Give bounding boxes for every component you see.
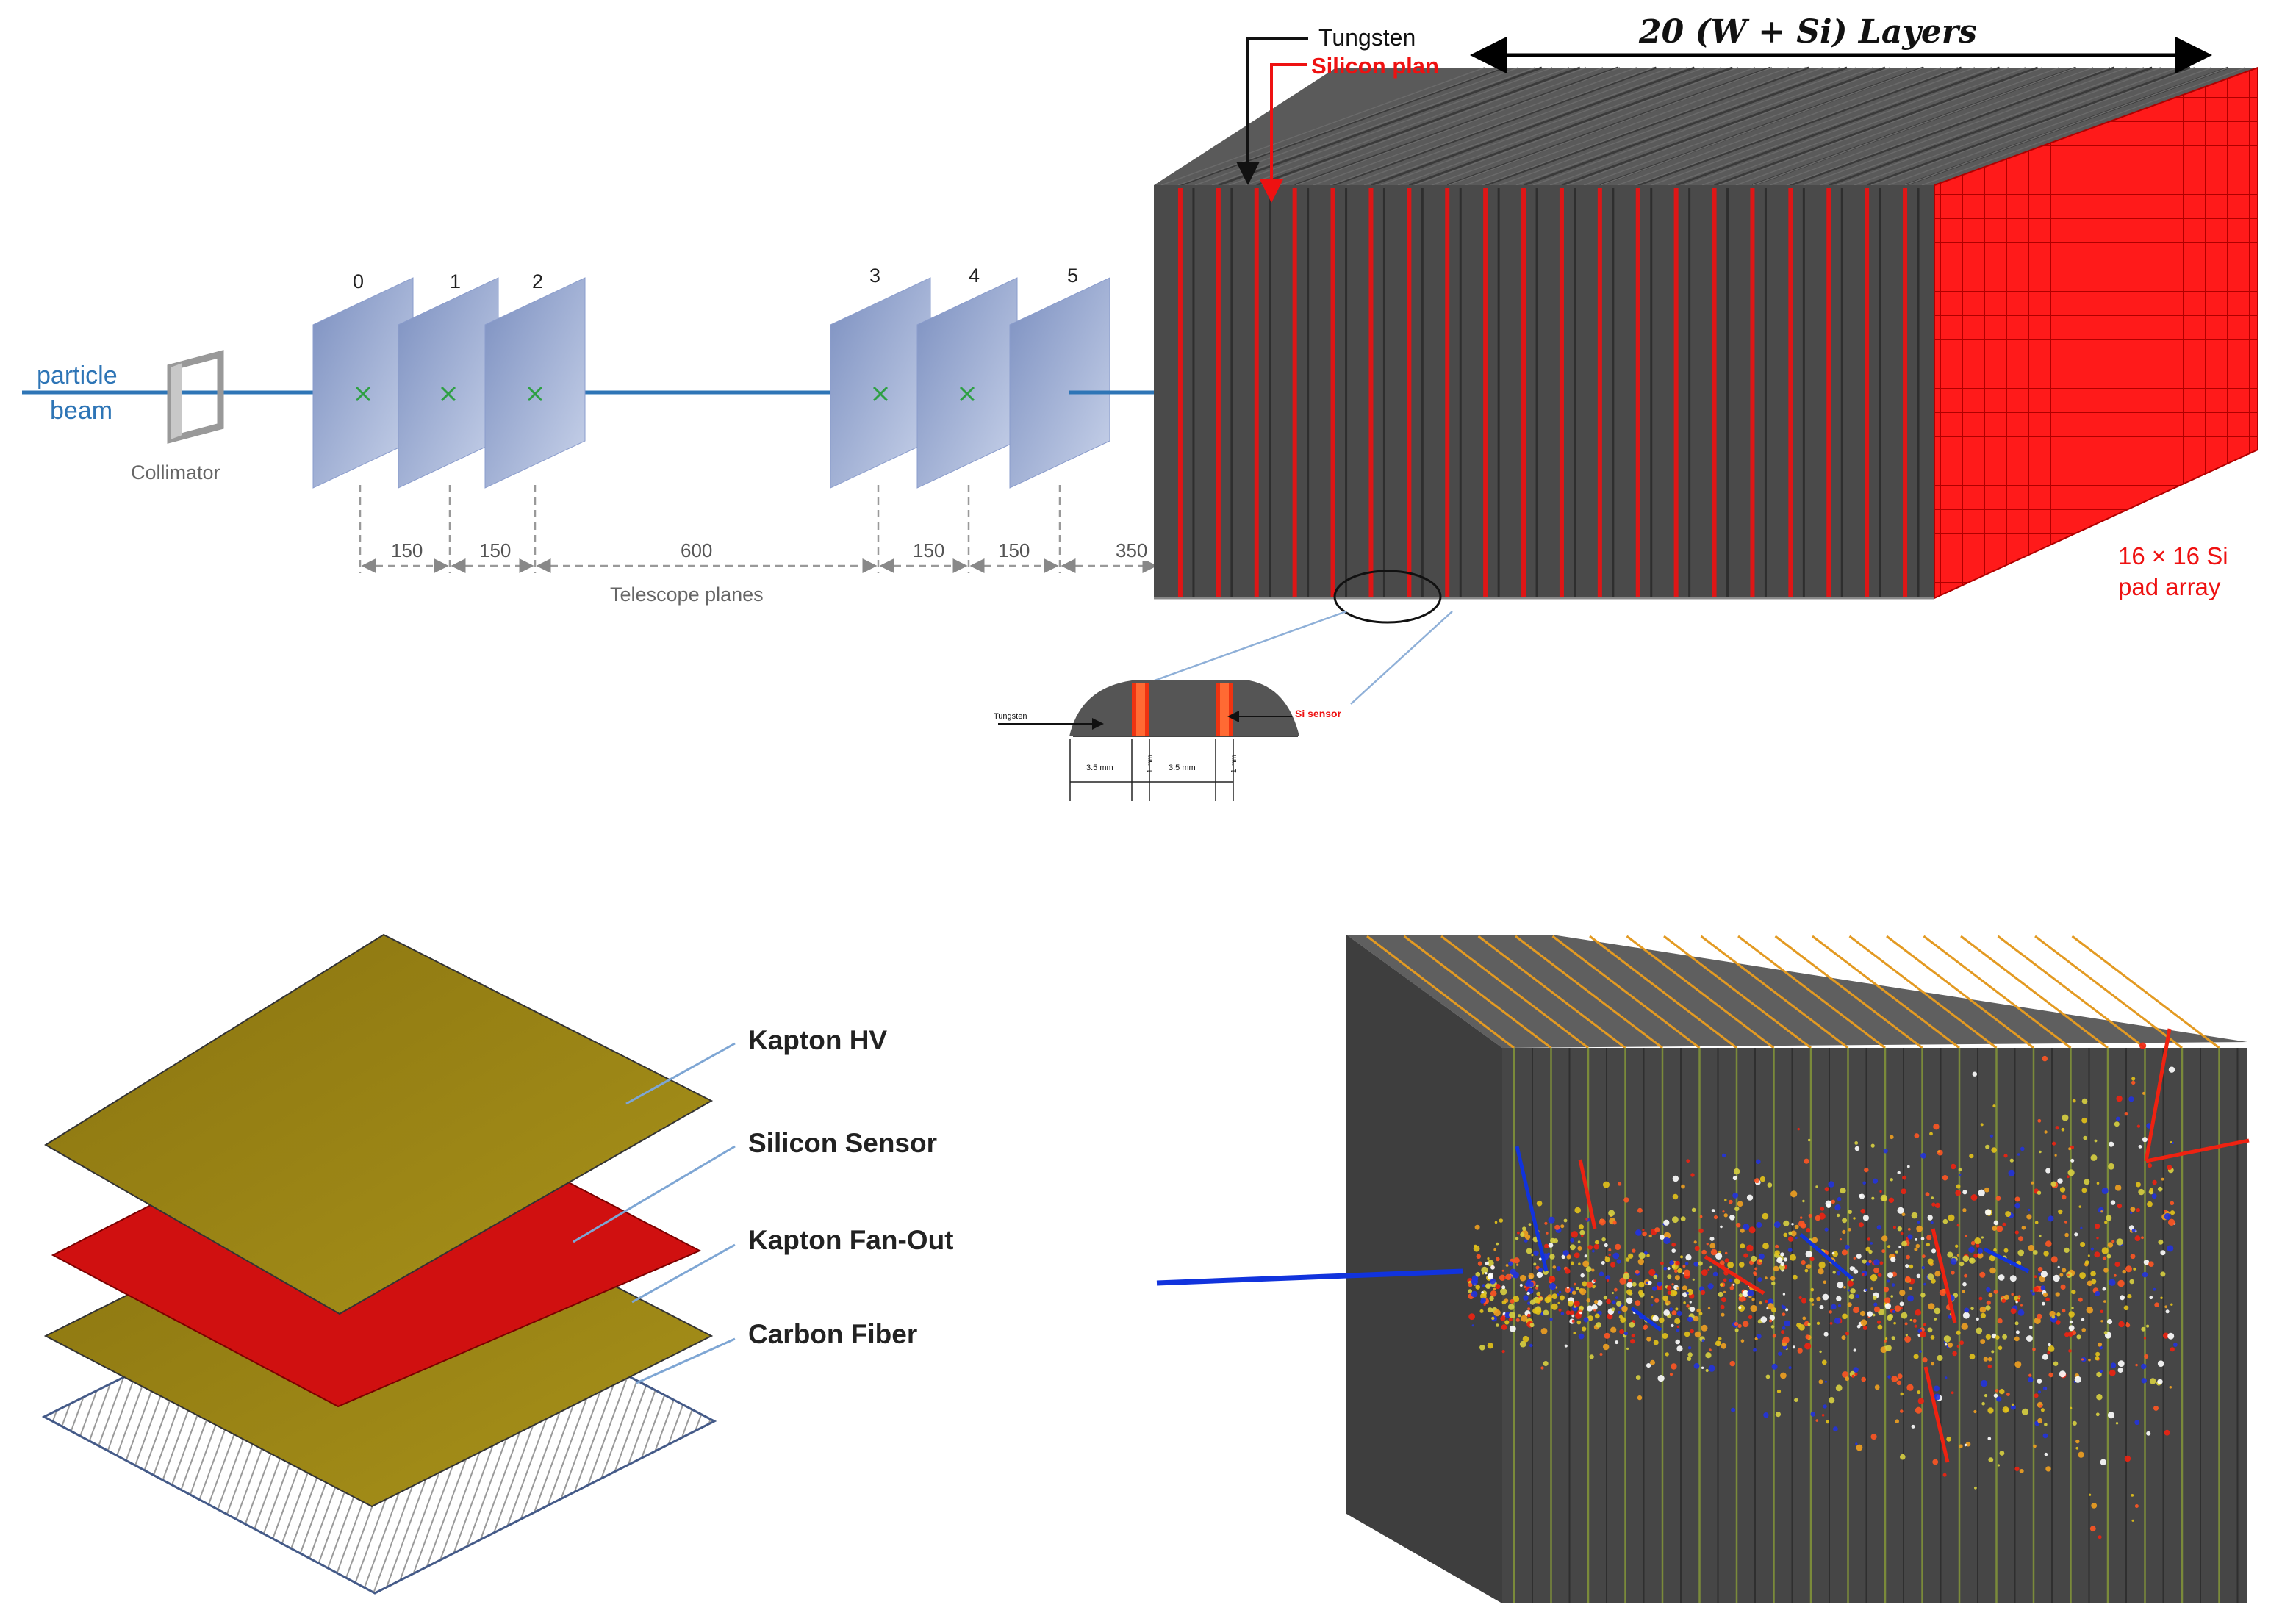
plane-number-2: 2	[532, 270, 543, 292]
pad-array-label-line1: 16 × 16 Si	[2118, 542, 2228, 570]
silicon-layer-10	[1559, 188, 1564, 597]
collimator	[167, 350, 224, 444]
calorimeter-top-face	[1154, 68, 2258, 185]
shower-track-0	[1515, 1146, 1549, 1272]
telescope-plane-5	[1009, 277, 1110, 489]
detail-dim-0: 3.5 mm	[1086, 764, 1113, 772]
label-kapton-fanout: Kapton Fan-Out	[748, 1225, 954, 1255]
kapton-hv-layer	[44, 933, 714, 1315]
spacing-5-calorimeter: 350	[1116, 539, 1147, 561]
shower-track-1	[1578, 1159, 1597, 1229]
shower-track-6	[1799, 1233, 1854, 1280]
silicon-arrow	[1260, 63, 1307, 203]
layer-stack: Kapton HV Silicon Sensor Kapton Fan-Out …	[41, 933, 954, 1595]
layer-cross-section-detail	[1069, 680, 1299, 737]
label-kapton-hv: Kapton HV	[748, 1025, 887, 1055]
telescope-plane-4	[916, 277, 1018, 489]
zoom-circle	[1333, 570, 1442, 624]
silicon-layer-6	[1407, 188, 1412, 597]
plane-numbers: 0 1 2 3 4 5	[353, 265, 1078, 292]
calorimeter-side-face	[1154, 185, 1934, 598]
spacing-2-3: 600	[681, 539, 712, 561]
spacing-4-5: 150	[998, 539, 1030, 561]
plane-number-4: 4	[969, 265, 980, 287]
silicon-layer-17	[1826, 188, 1831, 597]
telescope-plane-2	[484, 277, 586, 489]
plane-spacing-dimensions	[359, 485, 1158, 573]
detail-dim-3: 1 mm	[1230, 755, 1238, 773]
hit-marker-4	[959, 386, 975, 402]
silicon-layer-15	[1750, 188, 1755, 597]
silicon-layer-8	[1483, 188, 1488, 597]
tungsten-label: Tungsten	[1318, 24, 1416, 51]
silicon-layer-12	[1635, 188, 1640, 597]
plane-number-3: 3	[869, 265, 880, 287]
silicon-layer-5	[1368, 188, 1374, 597]
shower-simulation	[1156, 935, 2250, 1603]
sim-top-face	[1346, 935, 2247, 1048]
hit-marker-3	[872, 386, 889, 402]
sim-front-face	[1502, 1048, 2247, 1603]
shower-track-4	[2144, 1028, 2172, 1162]
pad-array-face	[1934, 66, 2258, 600]
spacing-0-1: 150	[391, 539, 423, 561]
label-carbon-fiber: Carbon Fiber	[748, 1319, 917, 1349]
calorimeter-block	[1154, 66, 2258, 600]
sim-left-face	[1346, 935, 1502, 1603]
detail-dim-2: 3.5 mm	[1169, 764, 1196, 772]
silicon-layer-14	[1712, 188, 1717, 597]
spacing-3-4: 150	[913, 539, 944, 561]
silicon-layer-13	[1673, 188, 1679, 597]
plane-number-5: 5	[1067, 265, 1078, 287]
silicon-layer-4	[1330, 188, 1335, 597]
telescope-planes	[312, 277, 1161, 489]
silicon-layer-19	[1903, 188, 1908, 597]
detail-si-sensor-label: Si sensor	[1295, 708, 1342, 719]
beam-test-setup: particle beam Collimator 0 1 2 3 4 5	[22, 13, 2258, 801]
silicon-layer-1	[1216, 188, 1221, 597]
label-silicon-sensor: Silicon Sensor	[748, 1128, 937, 1158]
silicon-layer-0	[1177, 188, 1183, 597]
detail-dim-1: 1 mm	[1147, 755, 1155, 773]
silicon-label: Silicon plan	[1311, 53, 1439, 79]
plane-number-0: 0	[353, 270, 364, 292]
beam-label-line2: beam	[50, 397, 112, 425]
incoming-beam-track	[1156, 1268, 1463, 1286]
hit-marker-2	[527, 386, 543, 402]
shower-track-2	[1931, 1228, 1957, 1323]
hit-marker-1	[440, 386, 456, 402]
telescope-plane-3	[830, 277, 931, 489]
silicon-layer-3	[1292, 188, 1297, 597]
tungsten-arrow	[1236, 37, 1308, 185]
silicon-layer-7	[1445, 188, 1450, 597]
spacing-1-2: 150	[479, 539, 511, 561]
silicon-layer-11	[1597, 188, 1602, 597]
detail-tungsten-label: Tungsten	[994, 712, 1027, 721]
layers-label: 20 (W + Si) Layers	[1638, 13, 1977, 51]
shower-track-7	[1704, 1254, 1765, 1296]
pad-array-label-line2: pad array	[2118, 573, 2221, 600]
beam-label-line1: particle	[37, 362, 118, 389]
silicon-layer-9	[1521, 188, 1526, 597]
telescope-planes-caption: Telescope planes	[610, 583, 764, 606]
collimator-label: Collimator	[131, 461, 220, 484]
shower-track-3	[1923, 1366, 1950, 1463]
silicon-layer-18	[1865, 188, 1870, 597]
shower-hits	[1467, 1028, 2250, 1539]
shower-track-8	[1983, 1247, 2030, 1273]
shower-track-5	[2145, 1138, 2250, 1163]
silicon-layer-2	[1254, 188, 1259, 597]
plane-number-1: 1	[450, 270, 461, 292]
silicon-layer-16	[1788, 188, 1793, 597]
hit-marker-0	[355, 386, 371, 402]
shower-track-9	[1630, 1307, 1662, 1332]
